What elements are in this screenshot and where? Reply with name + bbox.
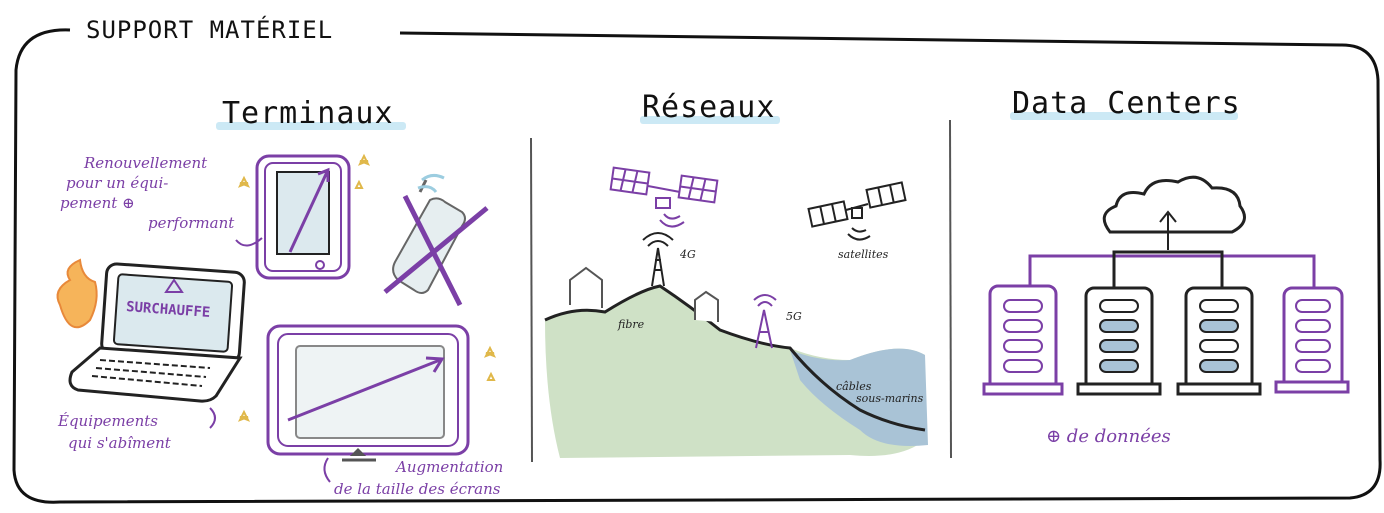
divider-right [950,120,951,458]
augmentation-line-1: Augmentation [396,458,503,477]
label-satellites: satellites [838,248,888,261]
augmentation-line-2: de la taille des écrans [334,480,500,499]
equipements-line-1: Équipements [58,412,158,431]
antenna-4g-icon [643,233,673,286]
server-icon [984,286,1062,394]
cloud-icon [1104,177,1244,250]
label-fibre: fibre [618,318,644,331]
satellite-icon [611,168,718,227]
server-icon [1078,288,1160,394]
label-cables-2: sous-marins [856,392,923,405]
laptop-icon [58,260,245,401]
tablet-icon [257,156,349,278]
old-phone-icon [385,175,487,305]
renouvellement-line-1: Renouvellement [84,154,207,173]
satellite-dark-icon [809,182,906,239]
frame-title: SUPPORT MATÉRIEL [78,16,341,44]
section-title-reseaux: Réseaux [642,90,775,125]
section-title-datacenters: Data Centers [1012,86,1241,121]
equipements-line-2: qui s'abîment [68,434,171,453]
connector-lines [1030,256,1314,290]
server-icon [1178,288,1260,394]
section-title-terminaux: Terminaux [222,96,394,131]
screen-icon [268,326,468,460]
server-icon [1276,288,1348,392]
donnees-label: ⊕ de données [1046,426,1171,449]
label-5g: 5G [786,310,802,323]
flame-icon [58,260,97,327]
antenna-5g-icon [754,295,776,348]
renouvellement-line-2: pour un équi- [66,174,168,193]
renouvellement-line-3: pement ⊕ [60,194,135,213]
renouvellement-line-4: performant [148,214,234,233]
divider-left [531,138,532,462]
label-4g: 4G [680,248,696,261]
